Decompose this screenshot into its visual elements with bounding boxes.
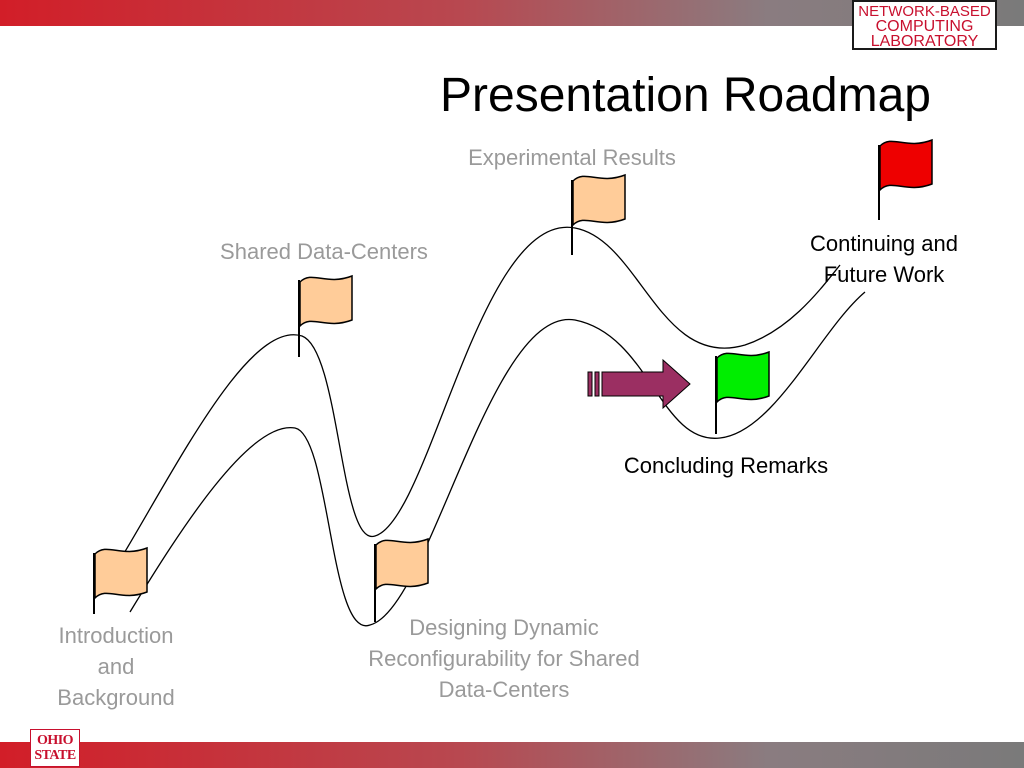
road-lower-edge (129, 291, 866, 627)
milestone-label-concluding-remarks: Concluding Remarks (623, 453, 829, 478)
road-upper-edge (119, 226, 841, 561)
flag-introduction (93, 547, 148, 614)
milestone-label-shared-data-centers: Shared Data-Centers (220, 239, 428, 264)
current-position-arrow-icon (587, 358, 691, 410)
flag-concluding-remarks (715, 351, 770, 434)
university-logo: OHIO STATE (30, 729, 80, 767)
flag-designing-dynamic (374, 538, 429, 622)
lab-logo-line-2: COMPUTING (875, 18, 974, 35)
lab-logo-line-3: LABORATORY (870, 33, 979, 50)
lab-logo-line-1: NETWORK-BASED (858, 3, 991, 20)
milestone-label-experimental-results: Experimental Results (468, 145, 676, 170)
milestone-label-future-work: Continuing and Future Work (809, 231, 958, 287)
slide-title: Presentation Roadmap (440, 69, 931, 122)
flag-experimental-results (571, 174, 626, 255)
flag-shared-data-centers (298, 275, 353, 357)
flag-future-work (878, 139, 933, 220)
bottom-banner-bar (0, 742, 1024, 768)
lab-logo: NETWORK-BASED COMPUTING LABORATORY (852, 0, 997, 50)
milestone-label-introduction: Introduction and Background (57, 623, 175, 710)
milestone-label-designing-dynamic: Designing Dynamic Reconfigurability for … (368, 615, 640, 702)
